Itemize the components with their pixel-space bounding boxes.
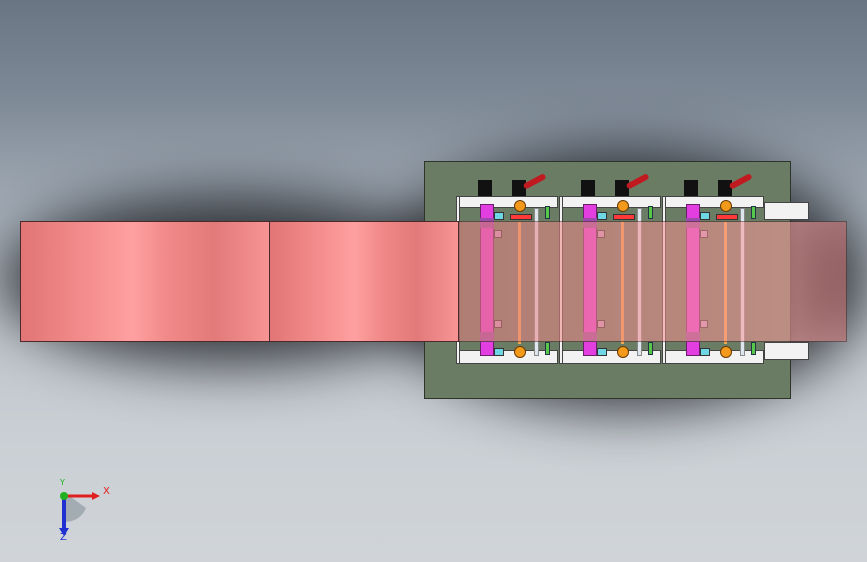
x-axis-label: X bbox=[103, 486, 110, 497]
end-frame-top bbox=[764, 202, 809, 220]
z-axis-arrowhead bbox=[59, 528, 69, 536]
sensor-block bbox=[700, 212, 710, 220]
station-frame-bottom bbox=[559, 350, 661, 364]
cylinder-block bbox=[512, 180, 526, 196]
pivot-knob-top[interactable] bbox=[514, 200, 526, 212]
orientation-triad: X Y Z bbox=[50, 478, 120, 546]
pivot-knob-top[interactable] bbox=[617, 200, 629, 212]
material-strip-right[interactable] bbox=[458, 221, 847, 342]
clamp-pad bbox=[716, 214, 738, 220]
locating-pin bbox=[751, 206, 756, 219]
locating-pin bbox=[648, 342, 653, 355]
station-frame-bottom bbox=[662, 350, 764, 364]
triad-graphic bbox=[59, 492, 100, 536]
cylinder-block bbox=[581, 180, 595, 196]
pivot-knob-bottom[interactable] bbox=[617, 346, 629, 358]
station-frame-top bbox=[662, 196, 764, 208]
x-axis-arrowhead bbox=[92, 492, 100, 500]
clamp-pad bbox=[510, 214, 532, 220]
material-strip-middle[interactable] bbox=[269, 221, 459, 342]
pivot-knob-bottom[interactable] bbox=[720, 346, 732, 358]
locating-pin bbox=[545, 206, 550, 219]
pivot-knob-bottom[interactable] bbox=[514, 346, 526, 358]
pivot-knob-top[interactable] bbox=[720, 200, 732, 212]
clamp-pad bbox=[613, 214, 635, 220]
locating-pin bbox=[545, 342, 550, 355]
locating-pin bbox=[648, 206, 653, 219]
sensor-block bbox=[700, 348, 710, 356]
sensor-block bbox=[494, 212, 504, 220]
y-axis-dot bbox=[60, 492, 68, 500]
locating-pin bbox=[751, 342, 756, 355]
z-axis-label: Z bbox=[60, 532, 67, 543]
sensor-block bbox=[597, 212, 607, 220]
sensor-block bbox=[597, 348, 607, 356]
station-frame-bottom bbox=[456, 350, 558, 364]
material-strip-left[interactable] bbox=[20, 221, 270, 342]
sensor-block bbox=[494, 348, 504, 356]
end-frame-bottom bbox=[764, 342, 809, 360]
station-frame-top bbox=[456, 196, 558, 208]
cylinder-block bbox=[684, 180, 698, 196]
cylinder-block bbox=[478, 180, 492, 196]
cylinder-block bbox=[718, 180, 732, 196]
station-frame-top bbox=[559, 196, 661, 208]
cylinder-block bbox=[615, 180, 629, 196]
y-axis-label: Y bbox=[60, 478, 65, 487]
